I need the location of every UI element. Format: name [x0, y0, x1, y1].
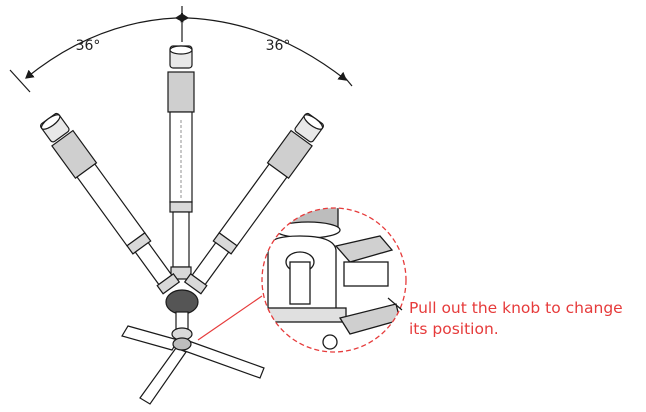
left-axis-line	[9, 69, 31, 93]
right-pole	[183, 112, 324, 295]
left-angle-label: 36°	[76, 38, 101, 54]
center-pole-grip	[167, 71, 195, 113]
center-pole-lower-section	[172, 211, 190, 268]
center-pole	[167, 45, 195, 280]
right-angle-label: 36°	[266, 38, 291, 54]
pivot-joint	[165, 289, 199, 341]
callout-line-2: its position.	[409, 320, 499, 338]
right-axis-line	[341, 73, 353, 87]
right-angle-arc	[180, 12, 347, 81]
detail-circle-outline	[261, 207, 407, 353]
left-angle-arc	[25, 12, 184, 79]
detail-leader-line	[197, 295, 263, 341]
tripod-base	[121, 325, 265, 405]
left-pole	[40, 112, 181, 295]
knob-pointer-line	[387, 297, 403, 311]
callout-line-1: Pull out the knob to change	[409, 299, 623, 317]
center-pole-collar	[169, 201, 193, 213]
callout-text: Pull out the knob to change its position…	[409, 298, 645, 340]
ball-head-detail	[261, 207, 407, 353]
